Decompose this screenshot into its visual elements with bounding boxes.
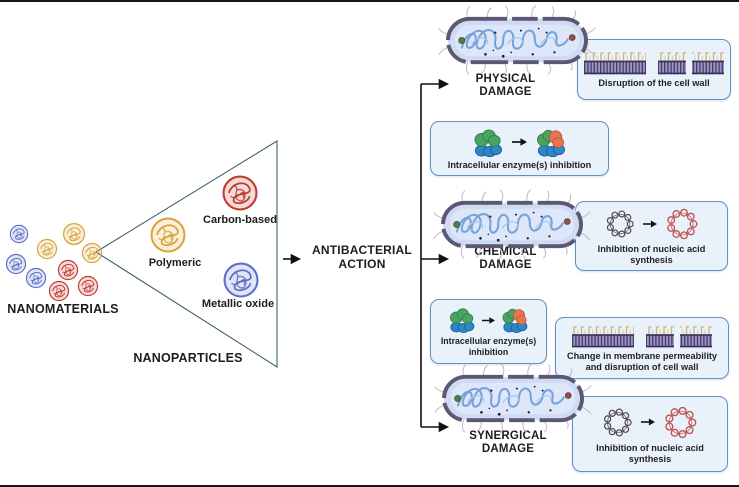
nanoparticle-red-icon xyxy=(57,259,79,281)
polymeric-label: Polymeric xyxy=(148,257,202,269)
arrow-icon xyxy=(641,418,655,426)
nucleic-acid-box-1: Inhibition of nucleic acid synthesis xyxy=(575,201,728,271)
plasmid-inhibited-icon xyxy=(662,404,699,441)
nanoparticle-yellow-icon xyxy=(81,242,103,264)
bacterium-physical-icon xyxy=(438,5,596,76)
plasmid-icon xyxy=(601,406,634,439)
nucleic-acid-label: Inhibition of nucleic acid synthesis xyxy=(596,442,704,464)
plasmid-inhibited-icon xyxy=(664,206,700,242)
metallic-oxide-particle-icon xyxy=(222,261,260,299)
arrow-icon xyxy=(643,220,657,228)
cell-wall-disruption-label: Disruption of the cell wall xyxy=(598,78,710,89)
synergical-damage-label: SYNERGICAL DAMAGE xyxy=(469,430,547,456)
plasmid-icon xyxy=(604,208,636,240)
funnel-triangle xyxy=(94,140,278,369)
nanoparticle-blue-icon xyxy=(9,224,29,244)
enzyme-inhibition-label: Intracellular enzyme(s) inhibition xyxy=(447,159,592,170)
arrow-icon xyxy=(482,317,495,324)
membrane-permeability-label: Change in membrane permeability and disr… xyxy=(566,350,718,372)
nucleic-acid-label: Inhibition of nucleic acid synthesis xyxy=(597,244,706,265)
bacterium-synergical-icon xyxy=(434,363,592,434)
enzyme-inhibition-box-1: Intracellular enzyme(s) inhibition xyxy=(430,121,609,176)
plasmid-row xyxy=(601,404,699,441)
carbon-based-particle-icon xyxy=(221,174,259,212)
enzyme-icon xyxy=(446,306,478,334)
antibacterial-action-label: ANTIBACTERIAL ACTION xyxy=(312,243,412,271)
membrane-icon xyxy=(572,324,712,349)
physical-damage-label: PHYSICAL DAMAGE xyxy=(475,73,536,99)
enzyme-icon xyxy=(470,127,506,158)
enzyme-row xyxy=(446,306,531,334)
nanoparticle-red-icon xyxy=(48,280,70,302)
cell-wall-disruption-box: Disruption of the cell wall xyxy=(577,39,731,100)
nanomaterials-label: NANOMATERIALS xyxy=(7,302,119,316)
metallic-oxide-label: Metallic oxide xyxy=(201,298,275,310)
enzyme-inhibited-icon xyxy=(499,306,531,334)
nanoparticle-blue-icon xyxy=(5,253,27,275)
enzyme-inhibited-icon xyxy=(533,127,569,158)
nucleic-acid-box-2: Inhibition of nucleic acid synthesis xyxy=(572,396,728,472)
arrow-icon xyxy=(512,138,527,146)
membrane-permeability-box: Change in membrane permeability and disr… xyxy=(555,317,729,379)
nanoparticles-label: NANOPARTICLES xyxy=(133,351,243,365)
nanoparticle-yellow-icon xyxy=(36,238,58,260)
carbon-based-label: Carbon-based xyxy=(203,214,277,226)
enzyme-inhibition-box-2: Intracellular enzyme(s) inhibition xyxy=(430,299,547,364)
enzyme-row xyxy=(470,127,569,158)
nanoparticle-blue-icon xyxy=(25,267,47,289)
polymeric-particle-icon xyxy=(149,216,187,254)
bacterium-chemical-icon xyxy=(433,189,591,260)
plasmid-row xyxy=(604,206,700,242)
enzyme-inhibition-label: Intracellular enzyme(s) inhibition xyxy=(440,336,537,357)
membrane-icon xyxy=(584,50,724,76)
nanoparticle-red-icon xyxy=(77,275,99,297)
chemical-damage-label: CHEMICAL DAMAGE xyxy=(474,246,537,272)
